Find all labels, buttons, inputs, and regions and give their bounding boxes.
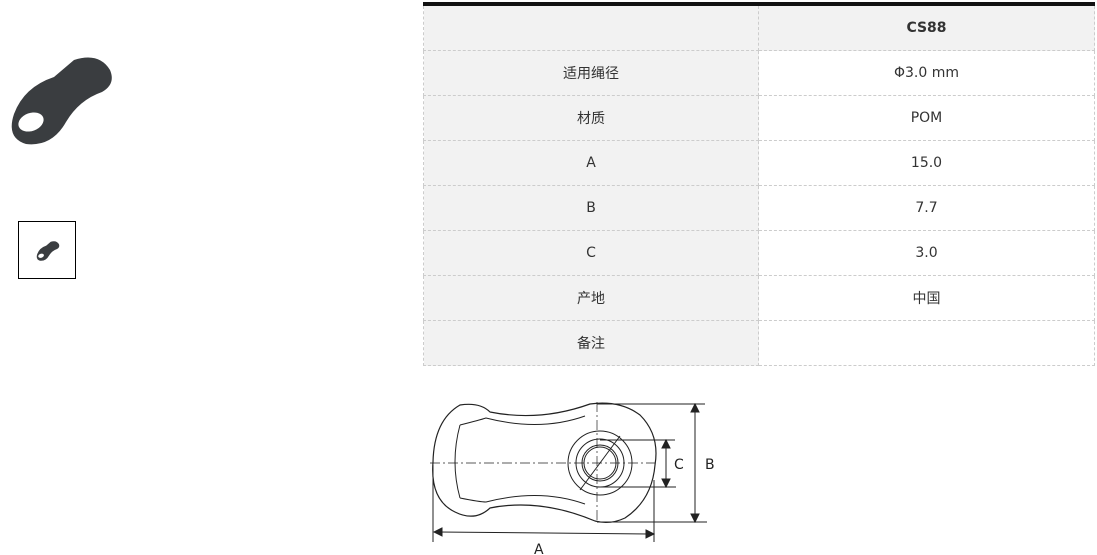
thumbnail-button[interactable]: [18, 221, 76, 279]
table-row: 产地中国: [423, 275, 1095, 321]
dimension-a-label: A: [534, 542, 544, 555]
dimension-c-label: C: [674, 457, 684, 473]
dimension-b-label: B: [705, 457, 715, 473]
product-image: [11, 57, 112, 145]
dimension-drawing: C B A: [430, 402, 715, 555]
table-row: 备注: [423, 320, 1095, 366]
table-header: CS88: [423, 3, 1095, 51]
thumbnail-image: [36, 241, 60, 261]
model-name: CS88: [758, 3, 1095, 51]
